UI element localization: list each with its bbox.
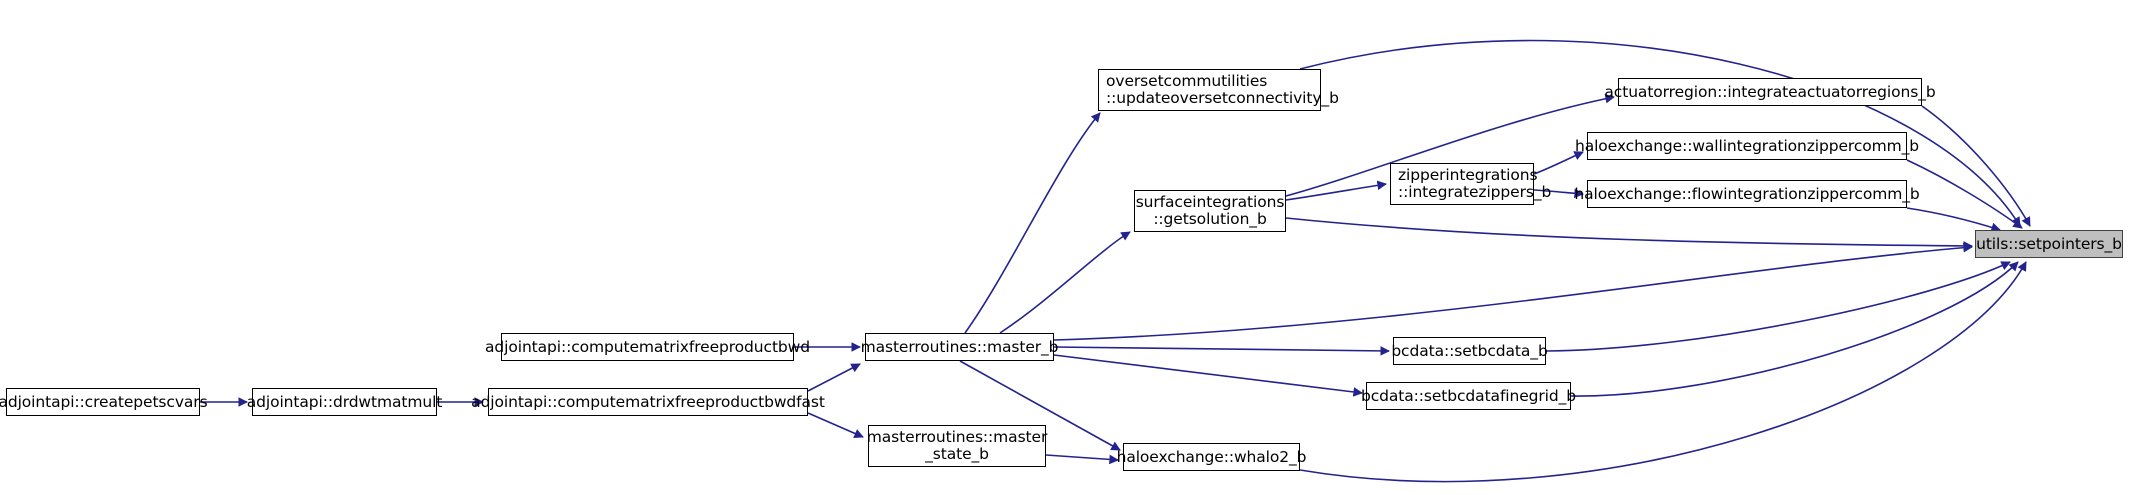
node-label: zipperintegrations [1398,166,1538,184]
node-getsolution_b[interactable]: surfaceintegrations::getsolution_b [1134,190,1286,232]
edge-actuatorregion-to-setpointers_b [1921,105,2031,227]
node-label: adjointapi::createpetscvars [0,392,208,411]
edge-master_b-to-getsolution_b [999,231,1131,334]
node-label: ::updateoversetconnectivity_b [1106,89,1339,107]
edge-oversetcomm-to-setpointers_b [1299,39,2021,227]
node-setpointers_b[interactable]: utils::setpointers_b [1975,230,2123,258]
edges-group [200,39,2031,483]
edge-flowzipper-to-setpointers_b [1906,207,2001,232]
node-createpetscvars[interactable]: adjointapi::createpetscvars [0,388,208,416]
node-integratezippers[interactable]: zipperintegrations::integratezippers_b [1390,163,1551,205]
edge-getsolution_b-to-setpointers_b [1285,217,1973,251]
node-label: haloexchange::flowintegrationzippercomm_… [1574,184,1920,203]
node-actuatorregion[interactable]: actuatorregion::integrateactuatorregions… [1604,78,1936,106]
node-label: haloexchange::whalo2_b [1116,447,1307,466]
edge-getsolution_b-to-integratezippers [1285,180,1387,201]
node-label: surfaceintegrations [1135,193,1285,211]
node-label: haloexchange::wallintegrationzippercomm_… [1574,136,1920,155]
edge-whalo2_b-to-setpointers_b [1299,261,2027,483]
edge-setbcdatafine-to-setpointers_b [1570,261,2019,397]
edge-setbcdata_b-to-setpointers_b [1545,261,2011,352]
node-label: masterroutines::master [866,428,1048,446]
node-cmfpbwdfast[interactable]: adjointapi::computematrixfreeproductbwdf… [471,388,825,416]
node-label: _state_b [925,445,989,463]
edge-wallzipper-to-setpointers_b [1906,159,2023,229]
node-flowzipper[interactable]: haloexchange::flowintegrationzippercomm_… [1574,180,1920,208]
node-setbcdata_b[interactable]: bcdata::setbcdata_b [1391,337,1548,365]
node-whalo2_b[interactable]: haloexchange::whalo2_b [1117,443,1307,471]
node-label: actuatorregion::integrateactuatorregions… [1604,82,1936,101]
edge-cmfpbwdfast-to-master_b [807,363,861,392]
node-setbcdatafine[interactable]: bcdata::setbcdatafinegrid_b [1361,382,1576,410]
node-wallzipper[interactable]: haloexchange::wallintegrationzippercomm_… [1575,132,1919,160]
edge-master_b-to-setpointers_b [1053,242,1973,341]
node-label: ::integratezippers_b [1398,183,1552,201]
node-drdwtmatmult[interactable]: adjointapi::drdwtmatmult [247,388,442,416]
node-oversetcomm[interactable]: oversetcommutilities::updateoversetconne… [1098,69,1339,111]
node-label: bcdata::setbcdata_b [1391,341,1548,360]
edge-integratezippers-to-flowzipper [1533,188,1584,199]
node-label: adjointapi::computematrixfreeproductbwd [485,337,810,356]
node-label: adjointapi::drdwtmatmult [246,392,443,411]
node-label: adjointapi::computematrixfreeproductbwdf… [471,392,825,411]
edge-cmfpbwdfast-to-master_state_b [807,412,864,438]
edge-master_b-to-whalo2_b [959,360,1121,451]
node-master_b[interactable]: masterroutines::master_b [861,333,1059,361]
node-label: utils::setpointers_b [1976,234,2122,253]
edge-master_b-to-oversetcomm [964,112,1101,334]
edge-integratezippers-to-wallzipper [1533,151,1584,175]
edge-master_state_b-to-whalo2_b [1045,454,1119,465]
node-cmfpbwd[interactable]: adjointapi::computematrixfreeproductbwd [485,333,810,361]
node-label: masterroutines::master_b [860,337,1059,356]
edge-getsolution_b-to-actuatorregion [1285,94,1615,197]
edge-master_b-to-setbcdata_b [1053,346,1390,356]
edge-master_b-to-setbcdatafine [1053,354,1363,397]
node-label: oversetcommutilities [1106,72,1268,90]
node-label: bcdata::setbcdatafinegrid_b [1360,386,1577,405]
node-label: ::getsolution_b [1153,210,1267,228]
node-master_state_b[interactable]: masterroutines::master_state_b [866,425,1048,467]
